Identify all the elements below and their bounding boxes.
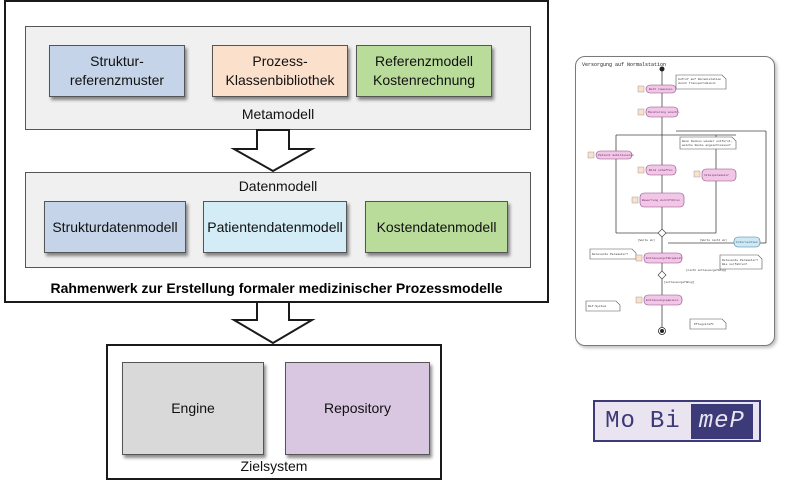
- svg-text:[Werte nicht ok]: [Werte nicht ok]: [700, 238, 727, 242]
- svg-text:Patient mobilisieren: Patient mobilisieren: [598, 153, 634, 157]
- framework-title: Rahmenwerk zur Erstellung formaler mediz…: [50, 280, 503, 296]
- svg-text:Ref-System: Ref-System: [588, 304, 606, 308]
- patientendatenmodell-box: Patientendatenmodell: [203, 201, 347, 253]
- svg-text:Monitoring anschl.: Monitoring anschl.: [648, 110, 681, 114]
- strukturreferenzmuster-box: Struktur- referenzmuster: [49, 45, 185, 97]
- svg-text:Wie verfahren?: Wie verfahren?: [722, 262, 747, 266]
- svg-text:Bild schaffen: Bild schaffen: [649, 168, 673, 172]
- strukturdatenmodell-box: Strukturdatenmodell: [44, 201, 186, 253]
- metamodell-label: Metamodell: [241, 106, 315, 122]
- svg-text:Entlassungsfähigkeit: Entlassungsfähigkeit: [646, 256, 682, 260]
- start-node: [659, 66, 665, 72]
- arrow-metamodell-to-datenmodell: [230, 129, 316, 173]
- svg-text:durch Transportdienst: durch Transportdienst: [678, 81, 716, 85]
- zielsystem-label: Zielsystem: [240, 458, 308, 474]
- mobimep-logo: Mo Bi meP: [593, 392, 761, 450]
- svg-text:welche Decke angeschlossen?: welche Decke angeschlossen?: [682, 143, 731, 147]
- svg-text:Bett zuweisen: Bett zuweisen: [649, 87, 673, 91]
- svg-text:Aufruf auf Normalstation: Aufruf auf Normalstation: [678, 77, 721, 81]
- svg-text:Pflegekraft: Pflegekraft: [694, 322, 714, 326]
- svg-text:[entlassungsfähig]: [entlassungsfähig]: [664, 280, 695, 284]
- process-diagram-thumbnail: Versorgung auf Normalstation: [575, 56, 775, 346]
- svg-text:Relevante Parameter?: Relevante Parameter?: [592, 252, 628, 256]
- logo-segment-mo: Mo: [605, 407, 636, 435]
- svg-text:[Werte ok]: [Werte ok]: [638, 238, 655, 242]
- repository-box: Repository: [285, 362, 430, 455]
- logo-segment-mep: meP: [690, 403, 753, 439]
- svg-text:Bewertung durchführen: Bewertung durchführen: [642, 198, 680, 202]
- datenmodell-label: Datenmodell: [238, 178, 318, 194]
- svg-text:[nicht entlassungsfähig]: [nicht entlassungsfähig]: [686, 268, 727, 272]
- activity-diagram: Versorgung auf Normalstation: [582, 62, 767, 335]
- logo-frame: Mo Bi meP: [593, 400, 761, 442]
- prozess-klassenbibliothek-box: Prozess- Klassenbibliothek: [212, 45, 348, 97]
- logo-segment-bi: Bi: [649, 407, 681, 435]
- referenzmodell-kostenrechnung-box: Referenzmodell Kostenrechnung: [356, 45, 492, 97]
- engine-box: Engine: [122, 362, 264, 455]
- arrow-framework-to-zielsystem: [230, 302, 316, 345]
- kostendatenmodell-box: Kostendatenmodell: [365, 201, 508, 253]
- svg-text:Vitalparameter: Vitalparameter: [704, 173, 729, 177]
- svg-text:Intervention: Intervention: [736, 240, 758, 244]
- diagram-title: Versorgung auf Normalstation: [582, 62, 666, 68]
- svg-text:Entlassungspapiere: Entlassungspapiere: [646, 298, 679, 302]
- svg-text:Wenn Decken wieder entfernt,: Wenn Decken wieder entfernt,: [682, 139, 733, 143]
- svg-text:Relevante Parameter?: Relevante Parameter?: [722, 258, 758, 262]
